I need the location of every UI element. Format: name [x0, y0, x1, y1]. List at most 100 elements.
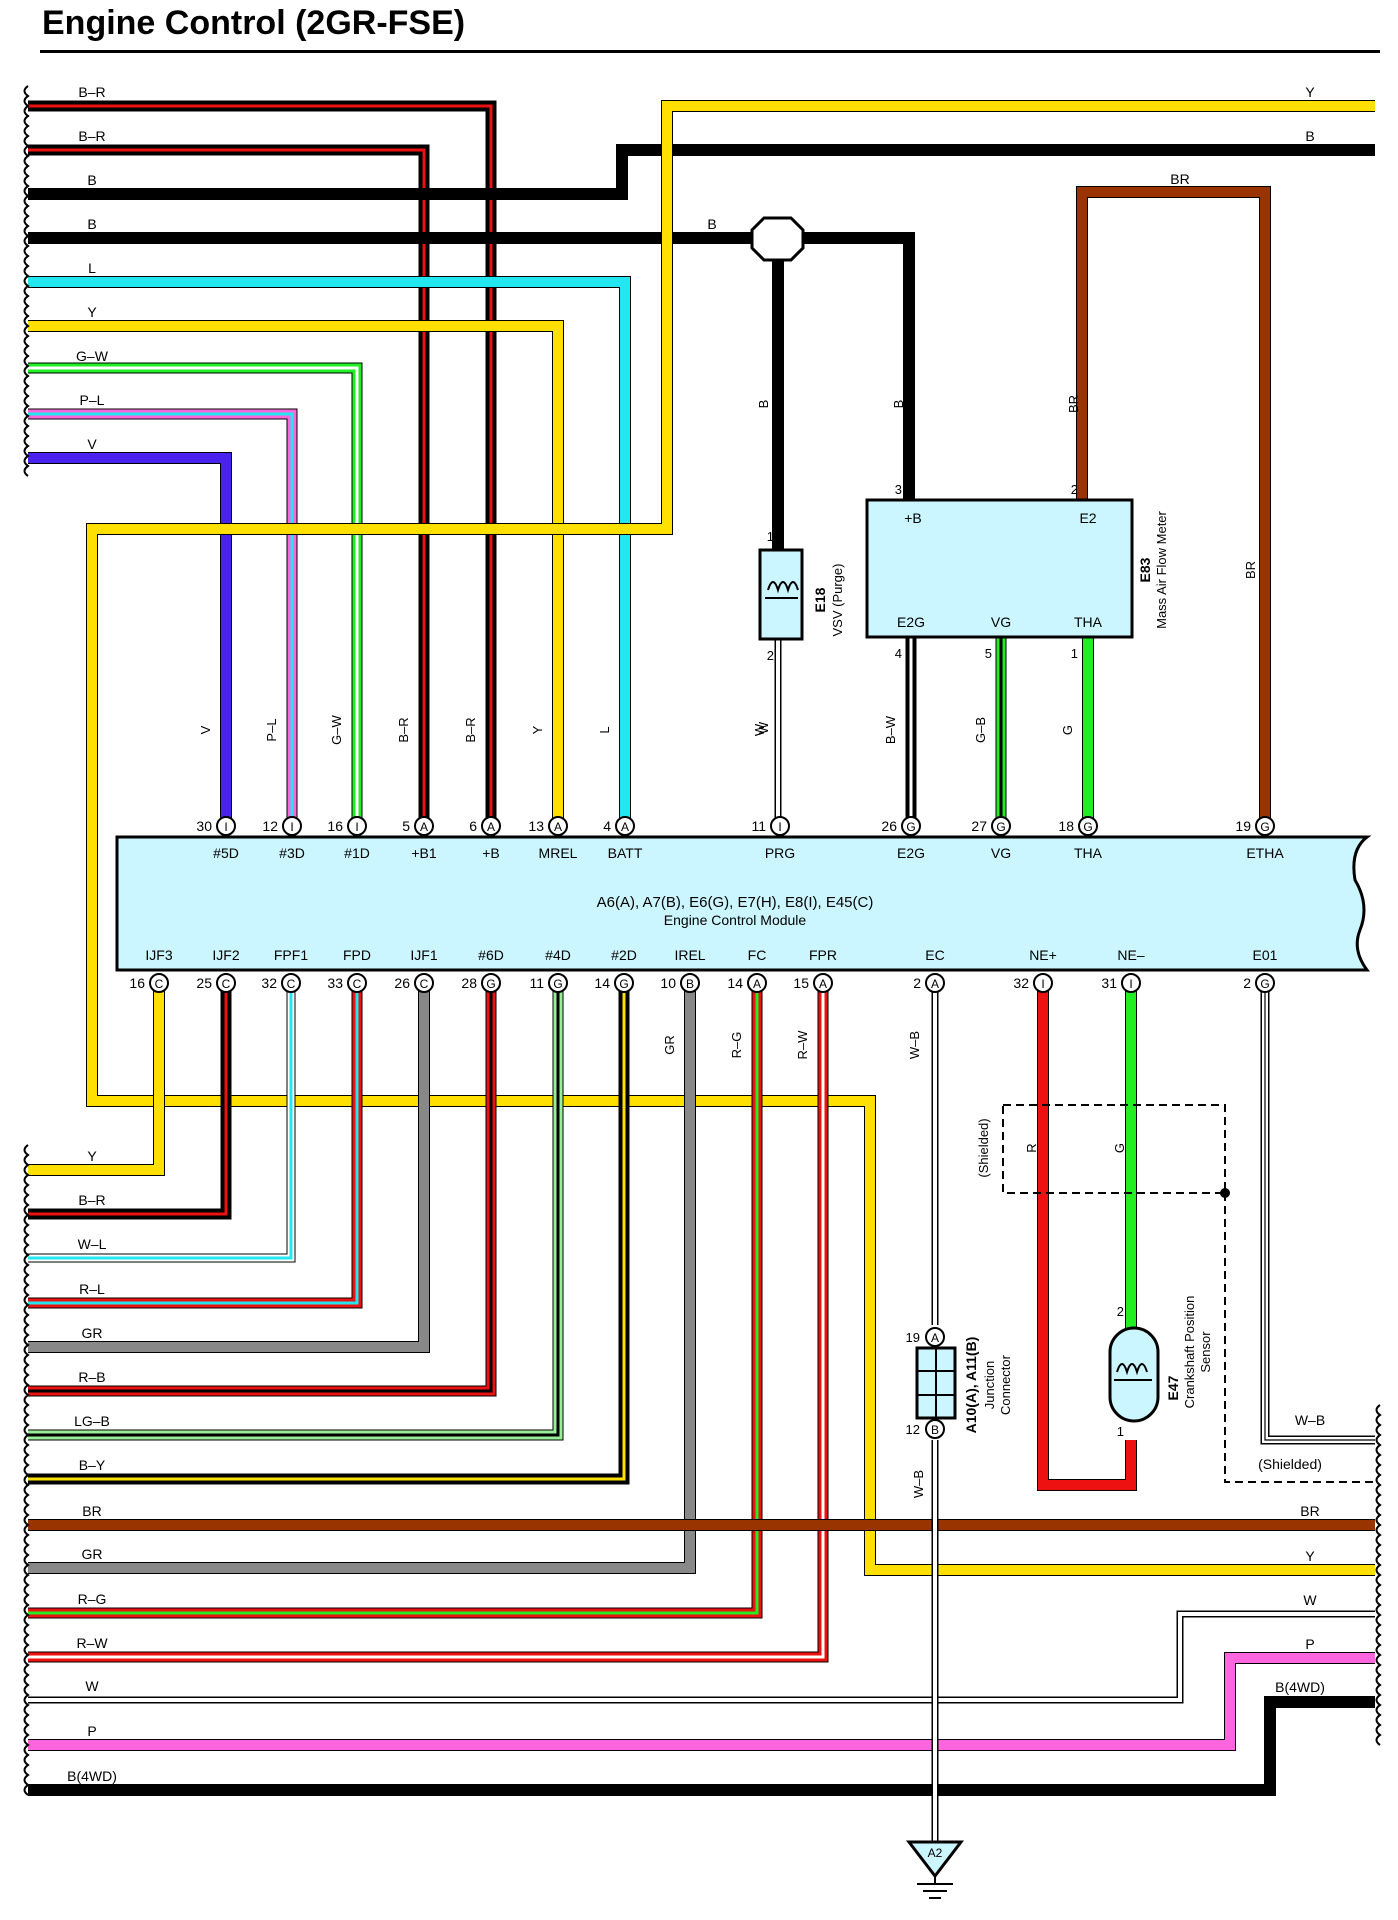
- ecm-top-pin-number-8: 26: [881, 818, 897, 834]
- ecm-top-pin-number-2: 16: [327, 818, 343, 834]
- right-bottom-wire-label-2: BR: [1300, 1503, 1319, 1519]
- jc-name-1: Junction: [982, 1361, 997, 1409]
- ecm-top-pin-11: [1255, 816, 1275, 836]
- ecm-top-pin-5-letter: A: [554, 820, 562, 834]
- ecm-bottom-pin-14: [1255, 973, 1275, 993]
- ecm-bottom-pin-10-letter: A: [819, 977, 827, 991]
- ckp-coil-icon: [1116, 1363, 1148, 1376]
- wire-b-through: [28, 145, 1375, 199]
- left-bottom-wire-label-4: GR: [82, 1325, 103, 1341]
- ecm-bottom-pin-7-letter: G: [619, 977, 628, 991]
- ecm-bottom-wire-7-outline: [28, 980, 630, 1485]
- left-bottom-wire-label-11: R–W: [76, 1635, 108, 1651]
- ecm-top-terminal-name-3: +B1: [411, 845, 437, 861]
- harness-edge-top-left: [23, 85, 30, 477]
- ecm-top-pin-4-letter: A: [487, 820, 495, 834]
- wire-p-through: [28, 1653, 1375, 1750]
- ecm-bottom-wire-6-stripe: [28, 980, 560, 1437]
- page-title: Engine Control (2GR-FSE): [42, 4, 466, 42]
- maf-terminal-vg: VG: [991, 614, 1011, 630]
- shield-node: [1220, 1188, 1230, 1198]
- ecm-bottom-pin-0-letter: C: [155, 977, 164, 991]
- ecm-bottom-terminal-name-12: NE+: [1029, 947, 1057, 963]
- ecm-bottom-pin-number-8: 10: [660, 975, 676, 991]
- ecm-bottom-pin-8: [680, 973, 700, 993]
- ecm-connectors: A6(A), A7(B), E6(G), E7(H), E8(I), E45(C…: [597, 894, 874, 911]
- ecm-top-wire-label-9: G–B: [973, 717, 988, 743]
- ecm-bottom-pin-4: [414, 973, 434, 993]
- ecm-bottom-pin-number-1: 25: [196, 975, 212, 991]
- ecm-top-pin-3: [414, 816, 434, 836]
- ground-code: A2: [928, 1846, 943, 1860]
- ecm-top-pin-7-letter: I: [778, 820, 781, 834]
- jc-wire-bottom-label: W–B: [911, 1470, 926, 1498]
- ecm-top-wire-label-8: B–W: [883, 715, 898, 744]
- ecm-top-wire-label-2: G–W: [329, 714, 344, 744]
- ecm-bottom-wire-stripe-2: [28, 980, 293, 1260]
- wire-br-maf-e2: [1077, 187, 1270, 826]
- jc-pin-bottom-letter: B: [931, 1423, 939, 1437]
- vsv-wire-top-label: B: [756, 400, 771, 409]
- ecm-top-terminal-name-11: ETHA: [1246, 845, 1284, 861]
- ecm-bottom-pin-4-letter: C: [420, 977, 429, 991]
- maf-terminal-plus-b: +B: [904, 510, 922, 526]
- ecm-bottom-pin-12-letter: I: [1041, 977, 1044, 991]
- wires-layer: [28, 100, 1375, 1842]
- ecm-top-pin-number-10: 18: [1058, 818, 1074, 834]
- maf-pin-e2g: 4: [895, 646, 902, 661]
- left-bottom-wire-label-8: BR: [82, 1503, 101, 1519]
- maf-pin-plus-b: 3: [895, 482, 902, 497]
- ecm-bottom-terminal-name-0: IJF3: [145, 947, 172, 963]
- ckp-pin1: 1: [1117, 1424, 1124, 1439]
- splice-junction: [750, 216, 805, 262]
- ecm-top-pin-number-6: 4: [603, 818, 611, 834]
- ecm-top-pin-number-11: 19: [1235, 818, 1251, 834]
- ecm-bottom-pin-number-6: 11: [529, 975, 544, 991]
- ecm-bottom-pin-5-letter: G: [486, 977, 495, 991]
- left-top-wire-label-2: B: [87, 172, 96, 188]
- ecm-top-pin-10: [1078, 816, 1098, 836]
- left-top-wire-label-4: L: [88, 260, 96, 276]
- ecm-bottom-pin-number-3: 33: [327, 975, 343, 991]
- ecm-top-pin-4: [481, 816, 501, 836]
- ecm-bottom-pin-3-letter: C: [353, 977, 362, 991]
- ecm-bottom-terminal-name-3: FPD: [343, 947, 371, 963]
- maf-code: E83: [1137, 557, 1153, 582]
- ecm-top-pin-0: [216, 816, 236, 836]
- ecm-top-pin-number-1: 12: [262, 818, 278, 834]
- ecm-top-wire-3-stripe: [28, 148, 426, 826]
- ecm-top-pin-2: [347, 816, 367, 836]
- ecm-bottom-pin-9: [747, 973, 767, 993]
- harness-edge-bottom-left: [23, 1144, 30, 1796]
- ecm-top-pin-number-3: 5: [402, 818, 410, 834]
- ecm-bottom-pin-number-10: 15: [793, 975, 809, 991]
- ecm-bottom-pin-3: [347, 973, 367, 993]
- jc-name-2: Connector: [998, 1354, 1013, 1415]
- wire-b4wd-through: [28, 1697, 1375, 1795]
- ckp-r-label: R: [1024, 1143, 1039, 1152]
- wire-wb-e01-stripe: [1264, 980, 1375, 1441]
- ecm-top-wire-0: [28, 453, 231, 826]
- ecm-top-terminal-name-4: +B: [482, 845, 500, 861]
- ecm-top-terminal-name-9: VG: [991, 845, 1011, 861]
- ecm-bottom-wire-label-8: GR: [662, 1035, 677, 1055]
- ecm-bottom-wire-10-stripe: [28, 980, 825, 1659]
- ecm-bottom-pin-1-letter: C: [222, 977, 231, 991]
- left-bottom-wire-label-6: LG–B: [74, 1413, 110, 1429]
- ecm-bottom-terminal-name-10: FPR: [809, 947, 837, 963]
- jc-pin-top-number: 19: [906, 1330, 920, 1345]
- wire-r-ne-plus: [1038, 980, 1136, 1490]
- ecm-bottom-terminal-name-6: #4D: [545, 947, 571, 963]
- vsv-pin2: 2: [767, 648, 774, 663]
- ground-triangle: [905, 1840, 965, 1879]
- ecm-bottom-pin-number-7: 14: [594, 975, 610, 991]
- left-top-wire-label-3: B: [87, 216, 96, 232]
- ecm-bottom-wire-9-outline: [28, 980, 763, 1619]
- ecm-bottom-wire-7: [28, 980, 629, 1484]
- ecm-top-wire-1-stripe: [28, 412, 294, 826]
- br-vertical-label: BR: [1243, 561, 1258, 579]
- ecm-bottom-pin-number-9: 14: [727, 975, 743, 991]
- left-bottom-wire-label-1: B–R: [78, 1192, 105, 1208]
- ecm-top-wire-label-6: L: [597, 726, 612, 733]
- ecm-top-pin-1: [282, 816, 302, 836]
